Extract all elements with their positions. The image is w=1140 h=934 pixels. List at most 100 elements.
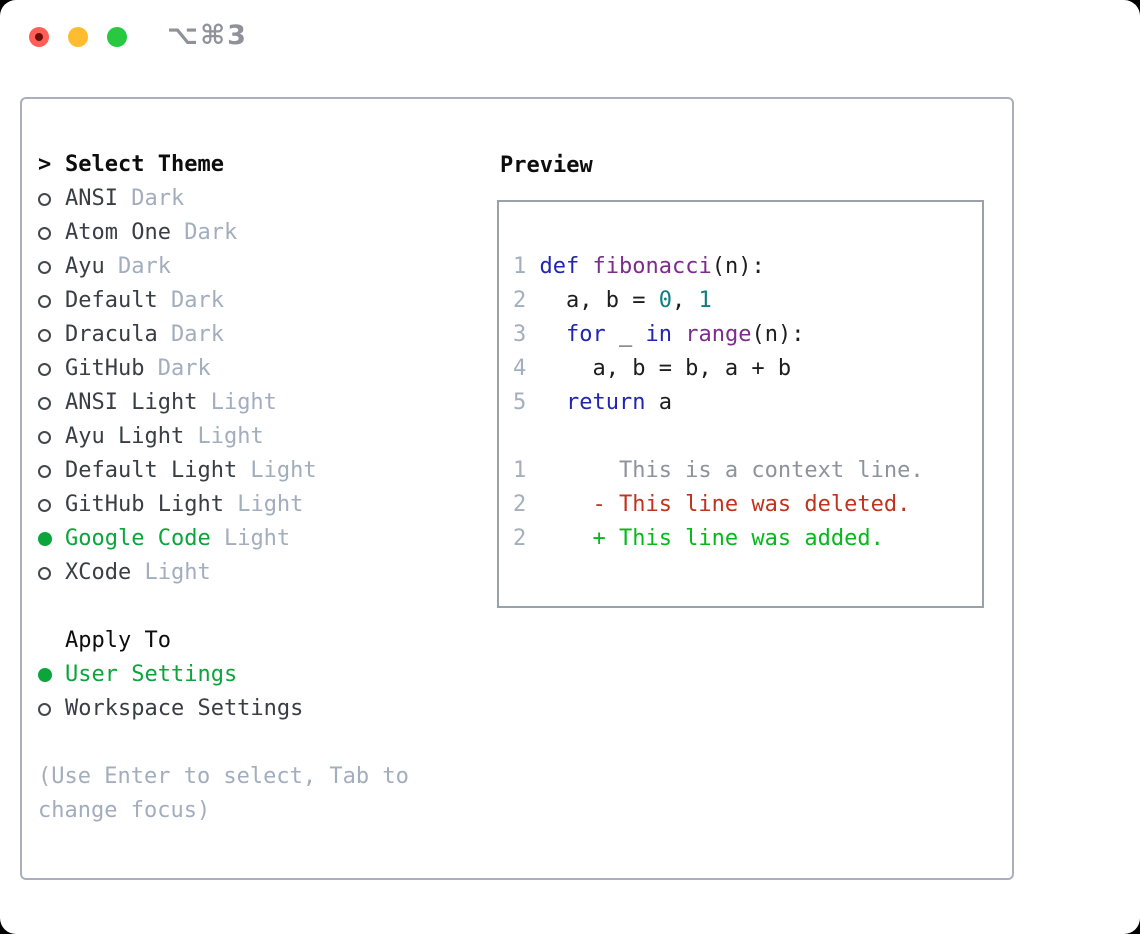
theme-item[interactable]: Default Dark (38, 284, 462, 318)
line-number: 2 (513, 288, 527, 313)
apply-to-option[interactable]: Workspace Settings (38, 692, 462, 726)
selected-radio-icon (38, 668, 65, 682)
minimize-button[interactable] (68, 27, 88, 47)
code-line: 2 a, b = 0, 1 (513, 284, 982, 318)
theme-name: XCode (65, 560, 132, 585)
theme-variant-badge: Dark (104, 254, 171, 279)
line-number: 1 (513, 254, 527, 279)
code-token: def (539, 254, 580, 279)
titlebar: ⌥⌘3 (0, 0, 1140, 75)
traffic-lights (29, 27, 127, 47)
radio-icon (38, 464, 65, 478)
radio-icon (38, 396, 65, 410)
code-line: 1 def fibonacci(n): (513, 250, 982, 284)
theme-variant-badge: Dark (144, 356, 211, 381)
code-token: 0 (658, 288, 672, 313)
radio-icon (38, 702, 65, 716)
theme-item[interactable]: Atom One Dark (38, 216, 462, 250)
radio-icon (38, 498, 65, 512)
theme-name: Atom One (65, 220, 171, 245)
radio-icon (38, 328, 65, 342)
spacer (38, 726, 462, 760)
theme-name: Dracula (65, 322, 158, 347)
code-token: range (685, 322, 752, 347)
diff-text: + This line was added. (539, 526, 884, 551)
radio-icon (38, 192, 65, 206)
line-number: 4 (513, 356, 527, 381)
theme-name: Google Code (65, 526, 211, 551)
preview-title: Preview (500, 152, 593, 178)
keyboard-shortcut-label: ⌥⌘3 (167, 20, 248, 51)
code-token (539, 318, 566, 352)
theme-name: Ayu (65, 254, 105, 279)
radio-icon (38, 260, 65, 274)
theme-item[interactable]: ANSI Dark (38, 182, 462, 216)
code-token: fibonacci (592, 254, 712, 279)
apply-to-option[interactable]: User Settings (38, 658, 462, 692)
code-token: (n): (711, 254, 765, 279)
theme-variant-badge: Light (223, 492, 304, 517)
theme-variant-badge: Light (131, 560, 211, 585)
theme-item[interactable]: Default Light Light (38, 454, 462, 488)
spacer (513, 420, 982, 454)
code-token: (n): (751, 322, 805, 347)
theme-variant-badge: Dark (170, 220, 238, 245)
line-number: 5 (513, 390, 527, 415)
apply-to-label: Workspace Settings (65, 696, 304, 721)
code-token: _ (605, 322, 646, 347)
theme-item[interactable]: GitHub Light Light (38, 488, 462, 522)
code-token: for (565, 322, 606, 347)
select-theme-header: > Select Theme (38, 148, 462, 182)
line-number: 1 (513, 458, 527, 483)
apply-to-title: Apply To (65, 628, 171, 653)
code-token: 1 (698, 288, 712, 313)
theme-name: GitHub Light (65, 492, 224, 517)
zoom-button[interactable] (107, 27, 127, 47)
theme-item[interactable]: Ayu Light Light (38, 420, 462, 454)
theme-item[interactable]: Dracula Dark (38, 318, 462, 352)
code-line: 3 for _ in range(n): (513, 318, 982, 352)
apply-to-label: User Settings (65, 662, 238, 687)
radio-icon (38, 226, 65, 240)
code-token (539, 386, 566, 420)
diff-line: 2 - This line was deleted. (513, 488, 982, 522)
code-token: a, b = (539, 288, 659, 313)
theme-name: GitHub (65, 356, 145, 381)
keyboard-hint: (Use Enter to select, Tab to change focu… (38, 764, 409, 823)
radio-icon (38, 362, 65, 376)
code-token: return (565, 390, 646, 415)
line-number: 3 (513, 322, 527, 347)
theme-name: Default (65, 288, 158, 313)
code-token: a (645, 390, 672, 415)
theme-variant-badge: Light (197, 390, 277, 415)
theme-variant-badge: Dark (157, 322, 224, 347)
code-line: 5 return a (513, 386, 982, 420)
cursor-icon: > (38, 152, 52, 177)
line-number: 2 (513, 492, 527, 517)
theme-item[interactable]: XCode Light (38, 556, 462, 590)
diff-text: This is a context line. (539, 458, 924, 483)
code-token: , (671, 288, 699, 313)
theme-item[interactable]: Ayu Dark (38, 250, 462, 284)
theme-name: Ayu Light (65, 424, 185, 449)
close-button[interactable] (29, 27, 49, 47)
theme-item[interactable]: GitHub Dark (38, 352, 462, 386)
select-theme-title: Select Theme (65, 152, 224, 177)
selected-radio-icon (38, 532, 65, 546)
diff-line: 2 + This line was added. (513, 522, 982, 556)
theme-item[interactable]: ANSI Light Light (38, 386, 462, 420)
theme-item[interactable]: Google Code Light (38, 522, 462, 556)
theme-variant-badge: Dark (157, 288, 224, 313)
theme-name: ANSI (65, 186, 118, 211)
theme-variant-badge: Dark (117, 186, 185, 211)
diff-text: - This line was deleted. (539, 492, 911, 517)
line-number: 2 (513, 526, 527, 551)
radio-icon (38, 294, 65, 308)
